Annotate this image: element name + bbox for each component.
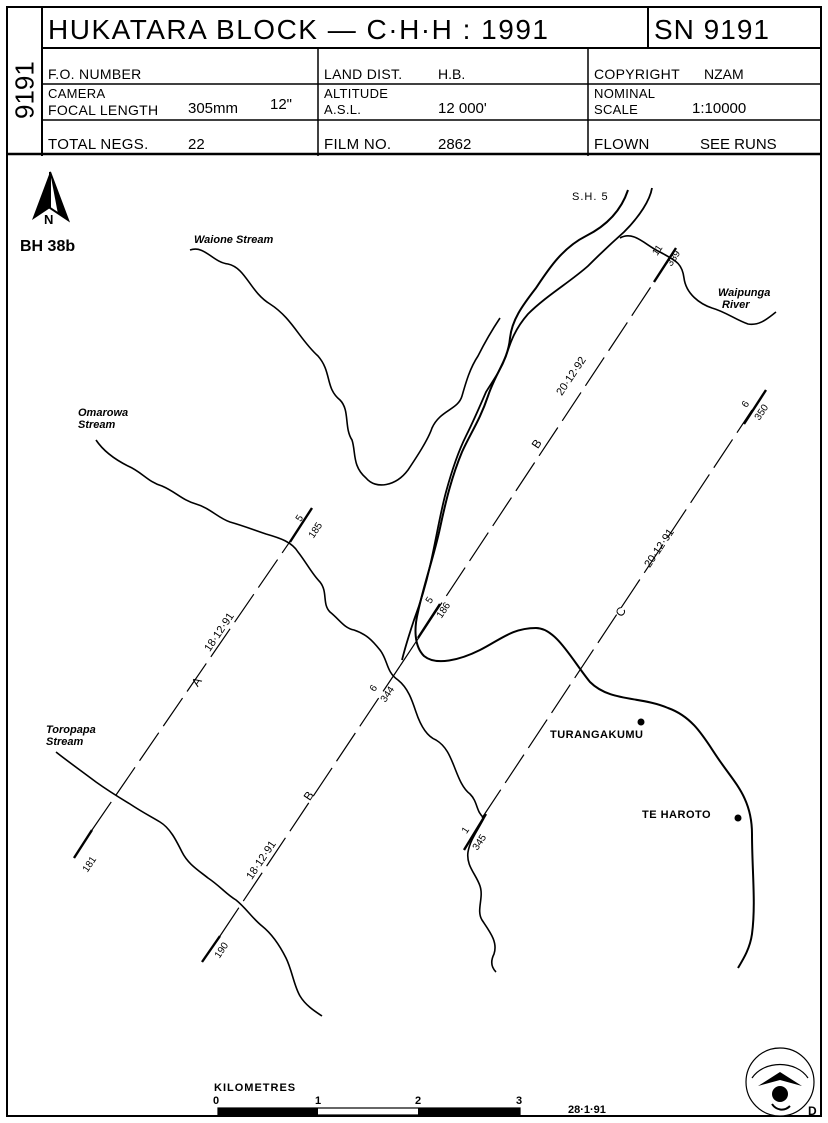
sh5-road: [414, 189, 755, 969]
nz-aerial-mapping-logo: [745, 1047, 815, 1117]
run-start-run: 1: [460, 825, 472, 836]
omarowa-stream-label-2: Stream: [78, 419, 116, 431]
run-start-run: 5: [424, 595, 436, 606]
land-dist-label: LAND DIST.: [324, 66, 403, 82]
survey-number: SN 9191: [654, 14, 770, 45]
run-label: B: [529, 437, 545, 451]
waipunga-river-label-1: Waipunga: [718, 287, 770, 299]
sh5-label: S.H. 5: [572, 191, 609, 203]
scale-tick-1: 1: [315, 1095, 321, 1107]
flight-run-b-north: B 20·12·92 5 186 11 339: [399, 243, 683, 667]
run-end-frame: 185: [307, 520, 326, 540]
flown-label: FLOWN: [594, 136, 650, 153]
page-title: HUKATARA BLOCK — C·H·H : 1991: [48, 14, 550, 45]
omarowa-stream: [95, 439, 485, 819]
north-label: N: [44, 212, 53, 227]
total-negs-label: TOTAL NEGS.: [48, 136, 149, 153]
map-sheet: 9191 HUKATARA BLOCK — C·H·H : 1991 SN 91…: [6, 6, 822, 1117]
run-date: 18·12·91: [202, 611, 237, 654]
focal-length-label: FOCAL LENGTH: [48, 102, 159, 118]
fo-number-label: F.O. NUMBER: [48, 66, 142, 82]
camera-label: CAMERA: [48, 86, 106, 101]
land-dist-value: H.B.: [438, 66, 466, 82]
run-end-frame: 344: [379, 684, 398, 704]
waipunga-river-branch: [619, 235, 777, 326]
film-no-value: 2862: [438, 136, 472, 153]
asl-label: A.S.L.: [324, 102, 362, 117]
flight-run-c: C 20·12·91 1 345 6 350: [460, 389, 771, 853]
omarowa-stream-label-1: Omarowa: [78, 407, 128, 419]
film-no-label: FILM NO.: [324, 136, 392, 153]
altitude-label: ALTITUDE: [324, 86, 389, 101]
turangakumu-label: TURANGAKUMU: [550, 729, 644, 741]
run-start-frame: 181: [81, 854, 100, 874]
run-end-run: 6: [740, 399, 752, 410]
nominal-scale-value: 1:10000: [692, 100, 747, 117]
nominal-label: NOMINAL: [594, 86, 656, 101]
scale-bar: KILOMETRES 0 1 2 3: [213, 1082, 522, 1116]
date-stamp: 28·1·91: [568, 1104, 606, 1116]
flight-run-b-south: B 18·12·91 190 6 344: [201, 665, 401, 963]
focal-mm-value: 305mm: [188, 100, 239, 117]
title-block: 9191 HUKATARA BLOCK — C·H·H : 1991 SN 91…: [8, 8, 820, 156]
scale-tick-0: 0: [213, 1095, 219, 1107]
run-start-frame: 186: [435, 600, 454, 620]
toropapa-stream-label-1: Toropapa: [46, 724, 96, 736]
run-end-run: 11: [650, 243, 665, 258]
title-block-grid: [8, 8, 820, 156]
te-haroto-marker: [734, 814, 742, 822]
run-date: 20·12·91: [642, 527, 677, 570]
waione-stream-label: Waione Stream: [194, 234, 273, 246]
total-negs-value: 22: [188, 136, 205, 153]
toropapa-stream-label-2: Stream: [46, 736, 84, 748]
run-date: 20·12·92: [554, 355, 589, 398]
altitude-value: 12 000': [438, 100, 487, 117]
te-haroto-label: TE HAROTO: [642, 809, 711, 821]
run-label: B: [301, 789, 317, 803]
scale-tick-3: 3: [516, 1095, 522, 1107]
flight-run-a: A 18·12·91 181 5 185: [72, 507, 326, 875]
toropapa-stream: [55, 751, 323, 1017]
scale-tick-2: 2: [415, 1095, 421, 1107]
run-date: 18·12·91: [244, 839, 279, 882]
run-end-run: 6: [368, 683, 380, 694]
run-end-run: 5: [294, 513, 306, 524]
copyright-label: COPYRIGHT: [594, 66, 680, 82]
scale-bar-title: KILOMETRES: [214, 1082, 296, 1094]
focal-in-value: 12": [270, 96, 293, 113]
waipunga-river: [401, 187, 653, 661]
waione-stream: [189, 248, 501, 486]
corner-letter: D: [808, 1104, 817, 1118]
flown-value: SEE RUNS: [700, 136, 777, 153]
turangakumu-marker: [637, 718, 645, 726]
north-arrow-icon: N: [32, 171, 71, 227]
waipunga-river-label-2: River: [722, 299, 750, 311]
scale-label: SCALE: [594, 102, 639, 117]
copyright-value: NZAM: [704, 66, 744, 82]
lower-stream: [466, 817, 497, 973]
sheet-ref: BH 38b: [20, 238, 75, 255]
